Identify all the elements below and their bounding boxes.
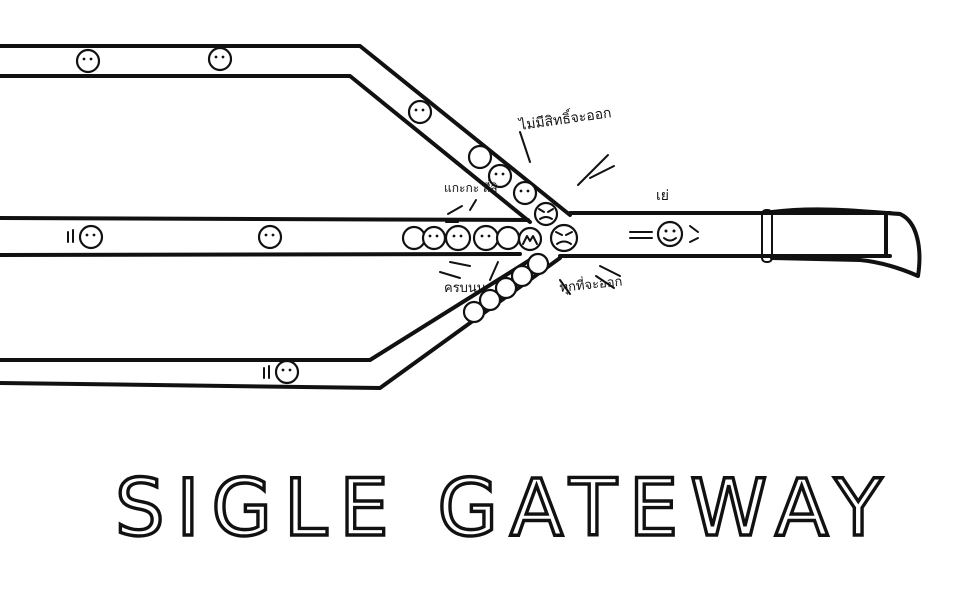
lower-pipe-balls: [263, 252, 550, 385]
ball: [274, 359, 300, 385]
ball: [487, 163, 513, 189]
middle-pipe: [0, 216, 530, 257]
note-bottom-right: ทุกที่จะออก: [559, 272, 624, 296]
ball: [444, 224, 472, 252]
ball: [495, 225, 521, 251]
stress-marks: [439, 131, 621, 295]
upper-pipe: [0, 44, 572, 224]
annotations: ไม่มีสิทธิ์จะออก แกะกะ สี่สิ ครบนบ ทุกที…: [444, 102, 669, 296]
ball: [467, 144, 493, 170]
ball: [257, 224, 283, 250]
ball: [510, 264, 534, 288]
ball: [472, 224, 500, 252]
gateway-pipe: [558, 207, 922, 278]
ball: [478, 288, 502, 312]
ball: [207, 46, 233, 72]
escaping-ball: [629, 220, 699, 248]
angry-ball: [517, 226, 543, 252]
upper-pipe-balls: [75, 46, 559, 227]
note-exit: เย่: [656, 188, 669, 204]
ball: [494, 276, 518, 300]
ball: [526, 252, 550, 276]
page-title: SIGLE GATEWAY: [115, 464, 894, 554]
ball: [462, 300, 486, 324]
note-left-upper: แกะกะ สี่สิ: [444, 179, 498, 195]
ball: [78, 224, 104, 250]
middle-pipe-balls: [67, 223, 579, 253]
angry-ball: [549, 223, 579, 253]
note-left-lower: ครบนบ: [444, 281, 485, 296]
ball: [407, 99, 433, 125]
note-top-right: ไม่มีสิทธิ์จะออก: [517, 102, 613, 134]
angry-ball: [533, 201, 559, 227]
ball: [401, 225, 427, 251]
ball: [421, 225, 447, 251]
ball: [512, 180, 538, 206]
ball: [75, 48, 101, 74]
